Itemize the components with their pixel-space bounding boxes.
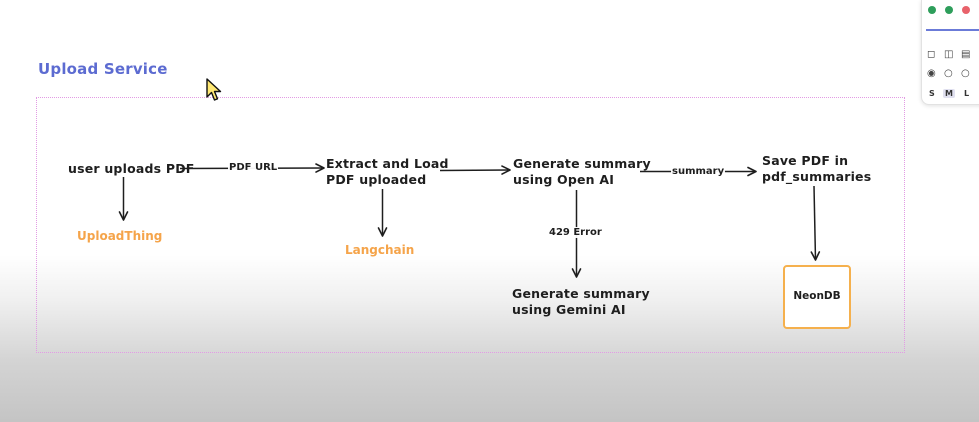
node-line: PDF uploaded [326,172,427,187]
edge-label-summary[interactable]: summary [671,166,726,177]
node-extract-and-load[interactable]: Extract and Load PDF uploaded [326,156,449,188]
mouse-cursor-icon [205,77,223,107]
stroke-color-swatch[interactable] [945,6,953,14]
neondb-node[interactable]: NeonDB [783,265,851,329]
upload-service-frame[interactable] [36,97,905,353]
node-save-pdf[interactable]: Save PDF in pdf_summaries [762,153,871,185]
neondb-label: NeonDB [793,290,841,302]
style-panel: ◻ ◫ ▤ ◉ ○ ○ S M L [921,0,979,105]
node-generate-summary-openai[interactable]: Generate summary using Open AI [513,156,651,188]
dash-draw-icon[interactable]: ◉ [927,68,936,79]
node-line: using Gemini AI [512,302,626,317]
opacity-slider[interactable] [926,29,979,31]
node-line: Generate summary [512,286,650,301]
section-title: Upload Service [38,60,168,78]
size-option-m[interactable]: M [943,89,955,98]
fill-pattern-icon[interactable]: ▤ [961,49,971,60]
dash-solid-icon[interactable]: ○ [944,68,953,79]
tool-label-uploadthing[interactable]: UploadThing [77,229,163,243]
stroke-color-swatch[interactable] [928,6,936,14]
node-line: Generate summary [513,156,651,171]
node-user-uploads-pdf[interactable]: user uploads PDF [68,161,195,176]
node-line: pdf_summaries [762,169,872,184]
size-option-l[interactable]: L [964,89,970,98]
arrow-extract-to-openai [439,165,511,175]
size-option-s[interactable]: S [929,89,935,98]
fill-none-icon[interactable]: ◻ [927,49,936,60]
node-line: Extract and Load [326,156,449,171]
node-generate-summary-gemini[interactable]: Generate summary using Gemini AI [512,286,650,318]
fill-semi-icon[interactable]: ◫ [944,49,954,60]
arrow-save-to-neondb [810,185,821,261]
node-line: using Open AI [513,172,615,187]
edge-label-429-error[interactable]: 429 Error [548,227,603,238]
dash-dashed-icon[interactable]: ○ [961,68,970,79]
tool-label-langchain[interactable]: Langchain [345,243,415,257]
node-line: Save PDF in [762,153,849,168]
stroke-color-swatch[interactable] [962,6,970,14]
edge-label-pdf-url[interactable]: PDF URL [228,162,279,173]
